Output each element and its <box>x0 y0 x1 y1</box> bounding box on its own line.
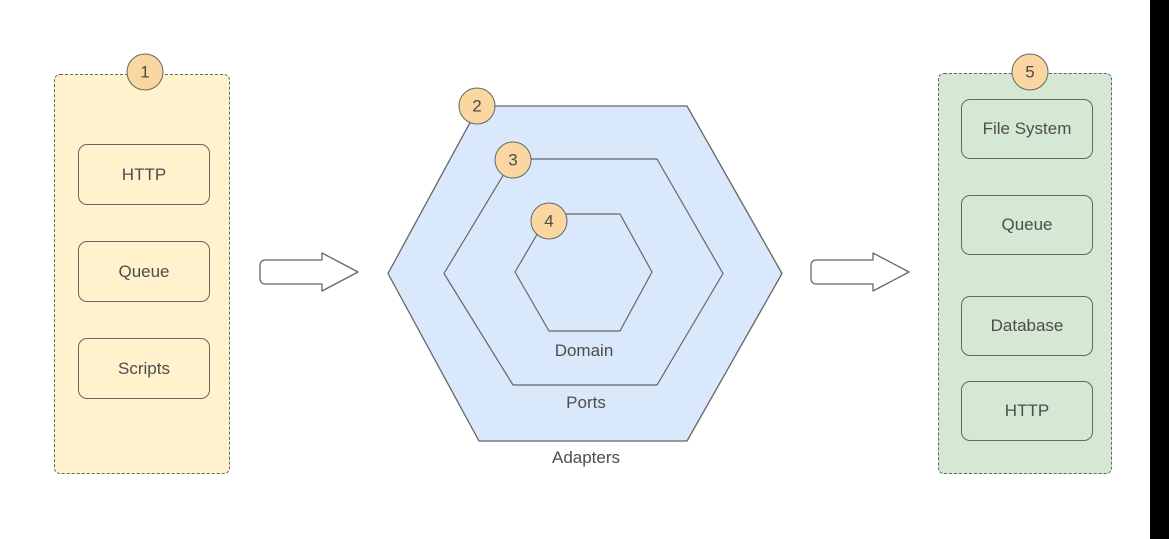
flow-arrow-right <box>810 252 910 292</box>
step-badge-2-number: 2 <box>472 96 482 115</box>
target-adapters-panel: File System Queue Database HTTP <box>938 73 1112 474</box>
adapters-hexagon <box>387 105 783 442</box>
source-box-queue: Queue <box>78 241 210 302</box>
target-box-http: HTTP <box>961 381 1093 441</box>
step-badge-5-number: 5 <box>1025 62 1035 81</box>
step-badge-2: 2 <box>458 87 496 125</box>
source-box-queue-label: Queue <box>118 261 170 281</box>
arrow-right-icon <box>810 252 910 292</box>
ports-hexagon <box>443 158 724 386</box>
flow-arrow-left <box>259 252 359 292</box>
step-badge-3-number: 3 <box>508 150 518 169</box>
source-box-http-label: HTTP <box>121 164 167 184</box>
step-badge-1: 1 <box>126 53 164 91</box>
target-box-queue: Queue <box>961 195 1093 255</box>
step-badge-4: 4 <box>530 202 568 240</box>
source-adapters-panel: HTTP Queue Scripts <box>54 74 230 474</box>
target-box-http-label: HTTP <box>1004 401 1050 420</box>
step-badge-3: 3 <box>494 141 532 179</box>
source-box-scripts: Scripts <box>78 338 210 399</box>
hexagon-layers-svg <box>387 105 783 442</box>
target-box-database-label: Database <box>990 316 1064 335</box>
step-badge-1-number: 1 <box>140 62 150 81</box>
adapters-label: Adapters <box>551 448 621 467</box>
step-badge-4-number: 4 <box>544 211 554 230</box>
screen-edge-black-bar <box>1150 0 1169 539</box>
source-box-scripts-label: Scripts <box>118 358 170 378</box>
target-box-file-system-label: File System <box>982 119 1072 138</box>
target-box-queue-label: Queue <box>1001 215 1053 234</box>
hexagonal-core <box>380 95 790 470</box>
step-badge-5: 5 <box>1011 53 1049 91</box>
domain-hexagon <box>514 213 653 332</box>
source-box-http: HTTP <box>78 144 210 205</box>
target-box-database: Database <box>961 296 1093 356</box>
arrow-right-icon <box>259 252 359 292</box>
domain-label: Domain <box>554 341 614 360</box>
target-box-file-system: File System <box>961 99 1093 159</box>
ports-label: Ports <box>566 393 606 412</box>
